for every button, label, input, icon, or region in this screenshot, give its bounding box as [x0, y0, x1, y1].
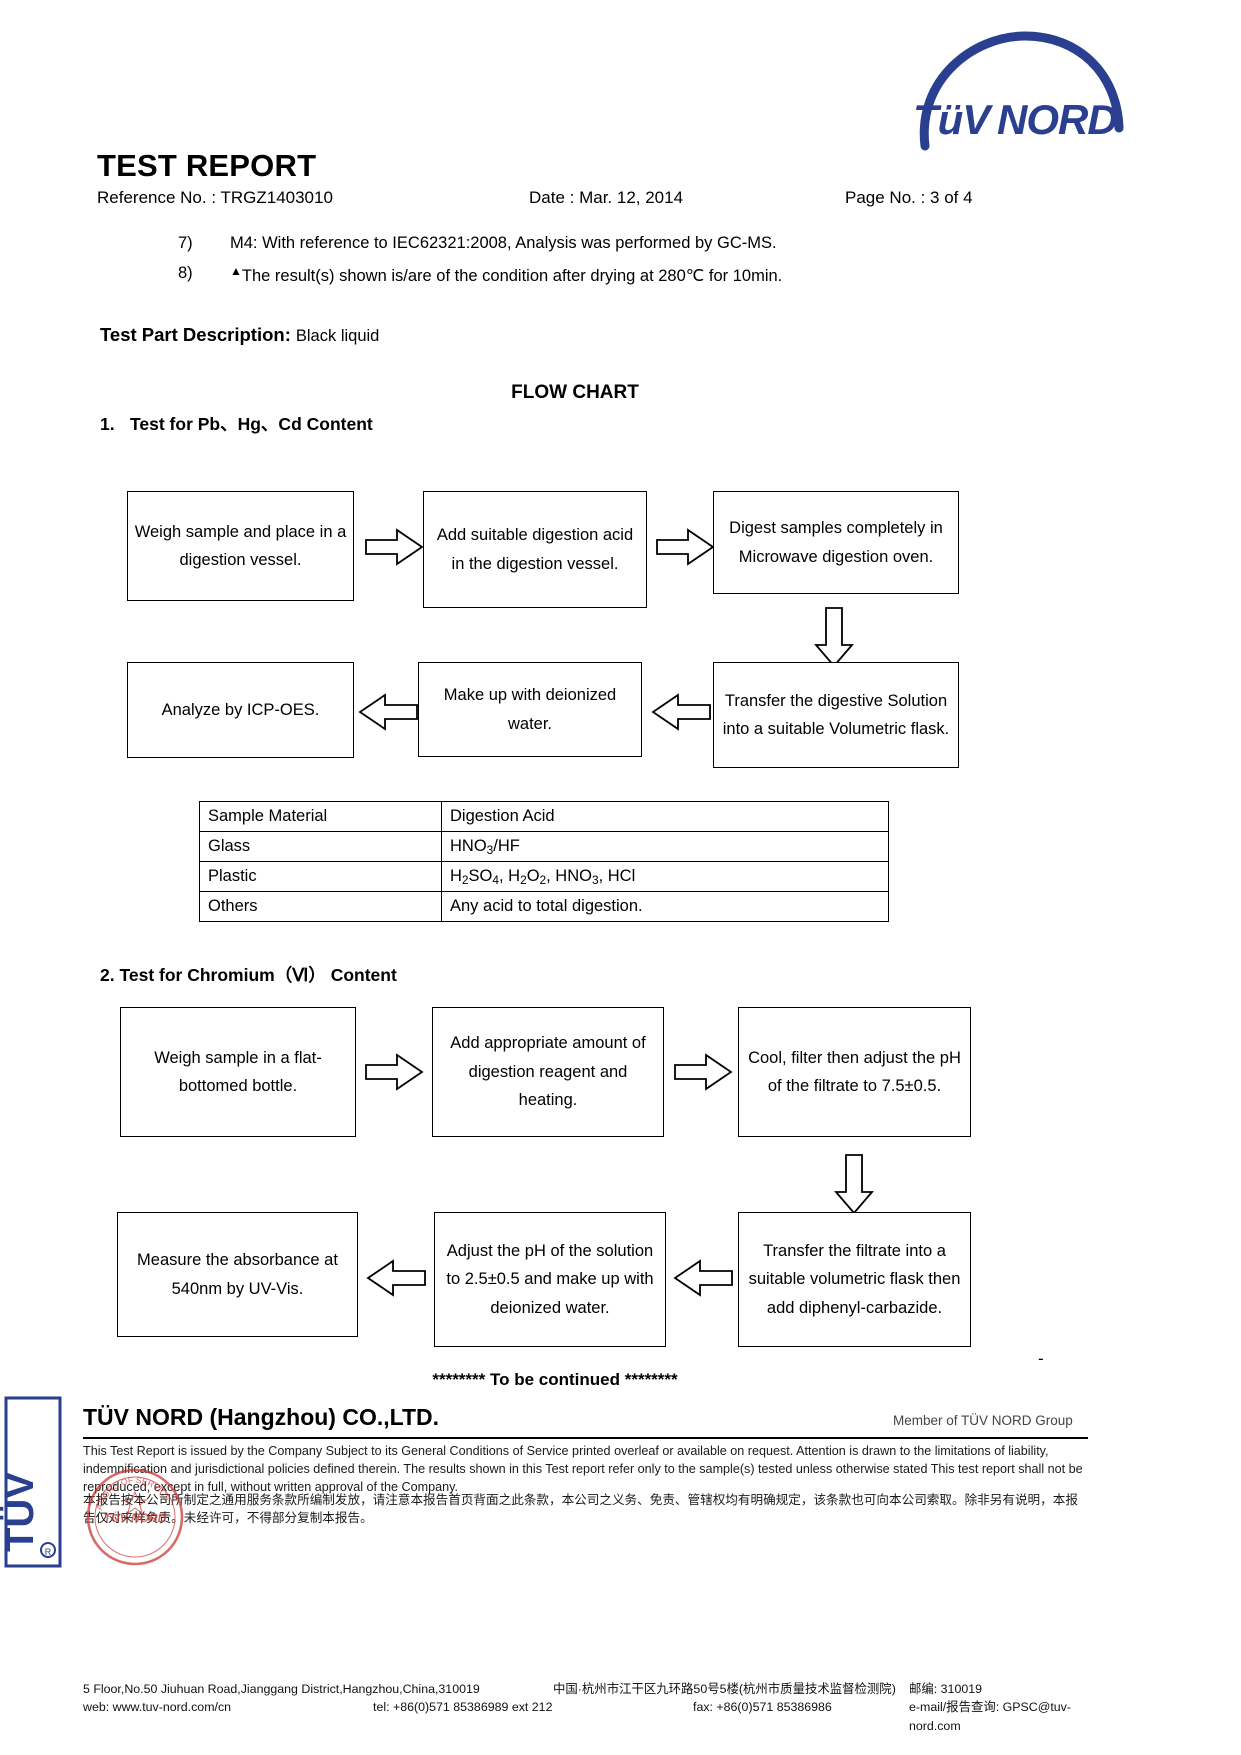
flow-arrow-right-3 [364, 1052, 424, 1092]
flow-box-s2-cool-filter: Cool, filter then adjust the pH of the f… [738, 1007, 971, 1137]
flow-arrow-left-4 [365, 1258, 427, 1298]
footer-tel: tel: +86(0)571 85386989 ext 212 [373, 1700, 553, 1714]
footer-company-name: TÜV NORD (Hangzhou) CO.,LTD. [83, 1404, 440, 1430]
footer-disclaimer-en: This Test Report is issued by the Compan… [83, 1444, 1083, 1494]
flow-box-s1-digest: Digest samples completely in Microwave d… [713, 491, 959, 594]
to-be-continued: ******** To be continued ******** [432, 1370, 678, 1389]
side-tuv-logo: TÜV R [0, 1392, 66, 1572]
table-row: Plastic H2SO4, H2O2, HNO3, HCl [199, 861, 889, 892]
footer-address-cn: 中国·杭州市江干区九环路50号5楼(杭州市质量技术监督检测院) [553, 1682, 896, 1696]
cell-material: Glass [199, 831, 442, 862]
tuv-nord-logo: TüV NORD [895, 28, 1125, 153]
section-1-number: 1. [100, 414, 115, 434]
flow-box-s1-analyze: Analyze by ICP-OES. [127, 662, 354, 758]
col-header-acid: Digestion Acid [441, 801, 889, 832]
page-number: Page No. : 3 of 4 [845, 188, 973, 207]
section-2-heading: 2. Test for Chromium（Ⅵ） Content [100, 965, 397, 985]
table-header-row: Sample Material Digestion Acid [199, 801, 889, 832]
flow-chart-heading: FLOW CHART [511, 382, 639, 403]
test-part-description: Test Part Description: Black liquid [100, 324, 379, 346]
page-title: TEST REPORT [97, 148, 317, 183]
flow-arrow-left-3 [672, 1258, 734, 1298]
cell-material: Others [199, 891, 442, 922]
digestion-acid-table: Sample Material Digestion Acid Glass HNO… [199, 801, 889, 922]
footer-divider [83, 1437, 1088, 1439]
table-row: Glass HNO3/HF [199, 831, 889, 862]
note-text: M4: With reference to IEC62321:2008, Ana… [230, 234, 777, 252]
page-dash-mark: - [1038, 1349, 1044, 1368]
test-part-value: Black liquid [295, 327, 380, 345]
footer-member-note: Member of TÜV NORD Group [893, 1413, 1073, 1428]
footer-web[interactable]: web: www.tuv-nord.com/cn [83, 1700, 232, 1714]
note-body: The result(s) shown is/are of the condit… [241, 267, 783, 285]
cell-acid: H2SO4, H2O2, HNO3, HCl [441, 861, 889, 892]
footer-email[interactable]: e-mail/报告查询: GPSC@tuv-nord.com [909, 1700, 1071, 1733]
flow-arrow-right-4 [673, 1052, 733, 1092]
footer-postcode: 邮编: 310019 [909, 1682, 983, 1696]
cell-material: Plastic [199, 861, 442, 892]
footer-address-row-2: web: www.tuv-nord.com/cn tel: +86(0)571 … [83, 1698, 1088, 1733]
report-date: Date : Mar. 12, 2014 [529, 188, 684, 207]
flow-box-s1-weigh: Weigh sample and place in a digestion ve… [127, 491, 354, 601]
note-number: 7) [178, 234, 193, 252]
flow-box-s2-transfer: Transfer the filtrate into a suitable vo… [738, 1212, 971, 1347]
official-stamp-icon: ATIONS OF SERVICE TÜV NORD [84, 1466, 186, 1568]
footer-disclaimer-cn: 本报告按本公司所制定之通用服务条款所编制发放，请注意本报告首页背面之此条款，本公… [83, 1493, 1078, 1526]
cell-acid: Any acid to total digestion. [441, 891, 889, 922]
flow-box-s1-transfer: Transfer the digestive Solution into a s… [713, 662, 959, 768]
note-number: 8) [178, 264, 193, 282]
flow-box-s2-weigh: Weigh sample in a flat-bottomed bottle. [120, 1007, 356, 1137]
flow-arrow-right-1 [364, 527, 424, 567]
table-row: Others Any acid to total digestion. [199, 891, 889, 922]
flow-box-s1-makeup: Make up with deionized water. [418, 662, 642, 757]
flow-box-s2-measure: Measure the absorbance at 540nm by UV-Vi… [117, 1212, 358, 1337]
flow-arrow-left-1 [650, 692, 712, 732]
svg-text:TÜV NORD: TÜV NORD [104, 1510, 167, 1525]
reference-number: Reference No. : TRGZ1403010 [97, 188, 333, 207]
flow-arrow-left-2 [357, 692, 419, 732]
flow-box-s1-add-acid: Add suitable digestion acid in the diges… [423, 491, 647, 608]
section-1-heading: 1. Test for Pb、Hg、Cd Content [100, 411, 373, 436]
svg-text:R: R [45, 1547, 52, 1557]
note-text: ▲The result(s) shown is/are of the condi… [230, 264, 782, 286]
footer-address-row-1: 5 Floor,No.50 Jiuhuan Road,Jianggang Dis… [83, 1680, 1088, 1698]
footer-address-block: 5 Floor,No.50 Jiuhuan Road,Jianggang Dis… [83, 1680, 1088, 1733]
cell-acid: HNO3/HF [441, 831, 889, 862]
triangle-marker-icon: ▲ [230, 264, 242, 278]
note-item-7: 7) M4: With reference to IEC62321:2008, … [178, 234, 1078, 264]
notes-list: 7) M4: With reference to IEC62321:2008, … [178, 234, 1078, 294]
note-item-8: 8) ▲The result(s) shown is/are of the co… [178, 264, 1078, 294]
svg-text:NORD: NORD [997, 96, 1117, 143]
svg-text:TüV: TüV [913, 96, 993, 143]
flow-arrow-right-2 [655, 527, 715, 567]
footer-address-en: 5 Floor,No.50 Jiuhuan Road,Jianggang Dis… [83, 1682, 480, 1696]
test-part-label: Test Part Description: [100, 324, 291, 345]
flow-box-s2-adjust-ph: Adjust the pH of the solution to 2.5±0.5… [434, 1212, 666, 1347]
flow-arrow-down-1 [813, 606, 855, 668]
col-header-material: Sample Material [199, 801, 442, 832]
svg-text:TÜV: TÜV [0, 1472, 42, 1552]
flow-box-s2-add-reagent: Add appropriate amount of digestion reag… [432, 1007, 664, 1137]
section-1-title: Test for Pb、Hg、Cd Content [130, 414, 373, 434]
flow-arrow-down-2 [833, 1153, 875, 1215]
footer-fax: fax: +86(0)571 85386986 [693, 1700, 832, 1714]
